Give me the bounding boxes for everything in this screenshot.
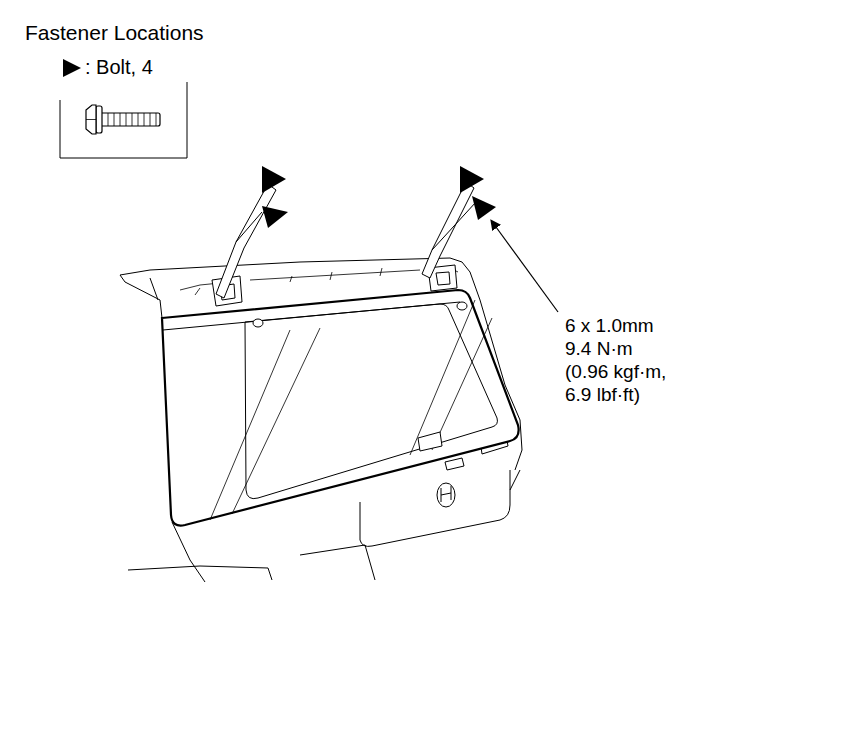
legend-frame — [60, 82, 187, 158]
legend-text: : Bolt, 4 — [85, 56, 153, 79]
torque-spec: 6 x 1.0mm — [565, 315, 654, 337]
legend-row: : Bolt, 4 — [62, 56, 153, 79]
tailgate-glass — [162, 290, 519, 526]
torque-spec: 9.4 N·m — [565, 338, 633, 360]
callout-leader — [496, 227, 558, 312]
car-body — [120, 258, 522, 582]
bolt-icon — [86, 105, 160, 134]
bolt-marker-sample — [62, 57, 82, 79]
torque-spec: (0.96 kgf·m, — [565, 361, 666, 383]
diagram-title: Fastener Locations — [25, 21, 204, 45]
bolt-leader-strip — [216, 182, 476, 298]
bolt-marker — [262, 166, 496, 228]
torque-spec: 6.9 lbf·ft) — [565, 384, 640, 406]
